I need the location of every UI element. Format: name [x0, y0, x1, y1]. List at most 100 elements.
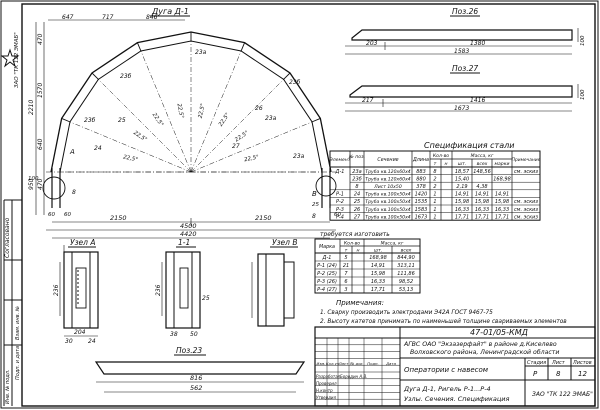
req-cell: 111,86 — [397, 271, 415, 277]
pos27-dim-1: 217 — [362, 97, 374, 104]
arch-dim-left-2: 1570 — [37, 83, 44, 98]
req-cell: 6 — [344, 279, 347, 285]
section-dim-236: 236 — [155, 284, 162, 296]
arch-label-60b: 60 — [64, 212, 71, 218]
tb-name: Бородин А.В. — [340, 374, 367, 379]
pos27-view: Поз.27 217 1416 1673 100 — [345, 64, 586, 112]
pos26-dim-1: 203 — [366, 40, 378, 47]
arch-label-23a-1: 23а — [195, 49, 207, 56]
node-a-dim-30: 30 — [65, 338, 73, 345]
section-1-1-view: 1-1 236 25 38 50 — [155, 238, 210, 338]
arch-ray — [190, 50, 242, 173]
arch-ray — [190, 121, 313, 173]
arch-label-26: 26 — [255, 105, 263, 112]
arch-label-23a-2: 23а — [265, 115, 277, 122]
spec-cell: 16,33 — [495, 207, 509, 213]
req-cell: 7 — [344, 271, 348, 277]
arch-joint — [240, 42, 245, 52]
tb-sheets-header: Листов — [572, 360, 592, 366]
node-b-view: Узел В — [251, 238, 298, 327]
pos26-height: 100 — [580, 35, 586, 46]
spec-cell: Р-1 — [336, 192, 344, 198]
req-cell: Р-4 (27) — [317, 287, 337, 293]
arch-ray — [98, 79, 192, 173]
req-cell: Д-1 — [322, 255, 332, 261]
pos27-height: 100 — [580, 89, 586, 100]
spec-cell: 1420 — [415, 192, 428, 198]
arch-angle-label: 22,5° — [151, 112, 164, 128]
spec-header: № поз. — [348, 154, 365, 160]
spec-cell: 23б — [352, 176, 361, 182]
replace-inv-label: Взам. инв. № — [15, 306, 21, 340]
arch-joint — [91, 72, 99, 80]
tb-col-header: Подп. — [367, 361, 379, 366]
notes: Примечания: 1. Сварку производить электр… — [320, 299, 567, 325]
spec-cell: Р-4 — [336, 214, 344, 220]
spec-cell: см. эскиз — [514, 199, 538, 205]
arch-label-25b: 25 — [312, 202, 319, 208]
spec-cell: Труба кв.100х50х4 — [365, 199, 411, 205]
spec-cell: 27 — [354, 214, 361, 220]
spec-cell: см. эскиз — [514, 207, 538, 213]
arch-ray — [140, 50, 192, 173]
spec-cell: Лист 10х50 — [373, 184, 402, 190]
req-cell: 844,90 — [397, 255, 415, 261]
spec-cell: Труба кв.120х60х4 — [365, 169, 411, 175]
tb-stage: Р — [533, 370, 538, 378]
tb-col-header: Лист — [338, 361, 349, 366]
arch-dim-left-4: 640 — [37, 138, 44, 150]
arch-angle-label: 22,5° — [234, 130, 250, 143]
arch-dim-left-6: 950 — [28, 178, 35, 190]
spec-cell: 1583 — [415, 207, 428, 213]
star-logo-icon — [0, 48, 20, 68]
tb-sheet-no: 8 — [556, 370, 561, 378]
tb-object: Оператории с навесом — [404, 366, 489, 374]
spec-title: Спецификация стали — [424, 141, 514, 150]
pos23-view: Поз.23 816 562 — [94, 346, 306, 393]
spec-cell: 8 — [433, 169, 436, 175]
spec-cell: Р-2 — [336, 199, 344, 205]
spec-cell: 1 — [433, 207, 436, 213]
spec-cell: 16,33 — [455, 207, 469, 213]
arch-angle-label: 22,5° — [198, 103, 207, 119]
spec-header: н — [444, 162, 447, 167]
left-margin: Согласовано Взам. инв. № Подп. и дата Ин… — [0, 32, 22, 406]
arch-label-27: 27 — [232, 143, 240, 150]
arch-dim-left-3: 470 — [37, 33, 44, 45]
node-b-title: Узел В — [272, 238, 298, 247]
pos27-title: Поз.27 — [452, 64, 478, 73]
note-1: 1. Сварку производить электродами Э42А Г… — [320, 310, 493, 316]
inv-label: Инв. № подл. — [5, 370, 11, 405]
req-cell: 53,13 — [399, 287, 413, 293]
req-cell: 14,91 — [371, 263, 385, 269]
req-cell: 313,11 — [397, 263, 415, 269]
req-cell: 15,98 — [371, 271, 385, 277]
arch-joint — [283, 72, 291, 80]
req-cell: 5 — [344, 255, 347, 261]
tb-sheet-header: Лист — [551, 360, 566, 366]
pos23-title: Поз.23 — [176, 346, 202, 355]
req-header: Кол-во — [344, 241, 360, 247]
spec-cell: 2 — [433, 184, 436, 190]
node-a-dim-236: 236 — [53, 284, 60, 296]
req-header: всех — [401, 249, 412, 254]
pos23-dim-562: 562 — [190, 384, 202, 392]
spec-cell: 2 — [433, 176, 436, 182]
req-cell: 168,98 — [369, 255, 387, 261]
section-dim-25: 25 — [202, 295, 210, 302]
node-a-dim-24: 24 — [88, 338, 96, 345]
spec-cell: 148,56 — [473, 169, 491, 175]
arch-label-60c: 60 — [334, 212, 341, 218]
spec-cell: 18,57 — [455, 169, 470, 175]
tb-role: Утвердил — [316, 395, 336, 400]
req-cell: Р-2 (25) — [317, 271, 337, 277]
arch-joint — [311, 118, 321, 123]
arch-angle-label: 22,5° — [175, 103, 184, 119]
tb-col-header: Изм. — [317, 361, 326, 366]
req-cell: 98,52 — [399, 279, 413, 285]
spec-cell: 378 — [416, 184, 426, 190]
spec-cell: 16,33 — [475, 207, 489, 213]
